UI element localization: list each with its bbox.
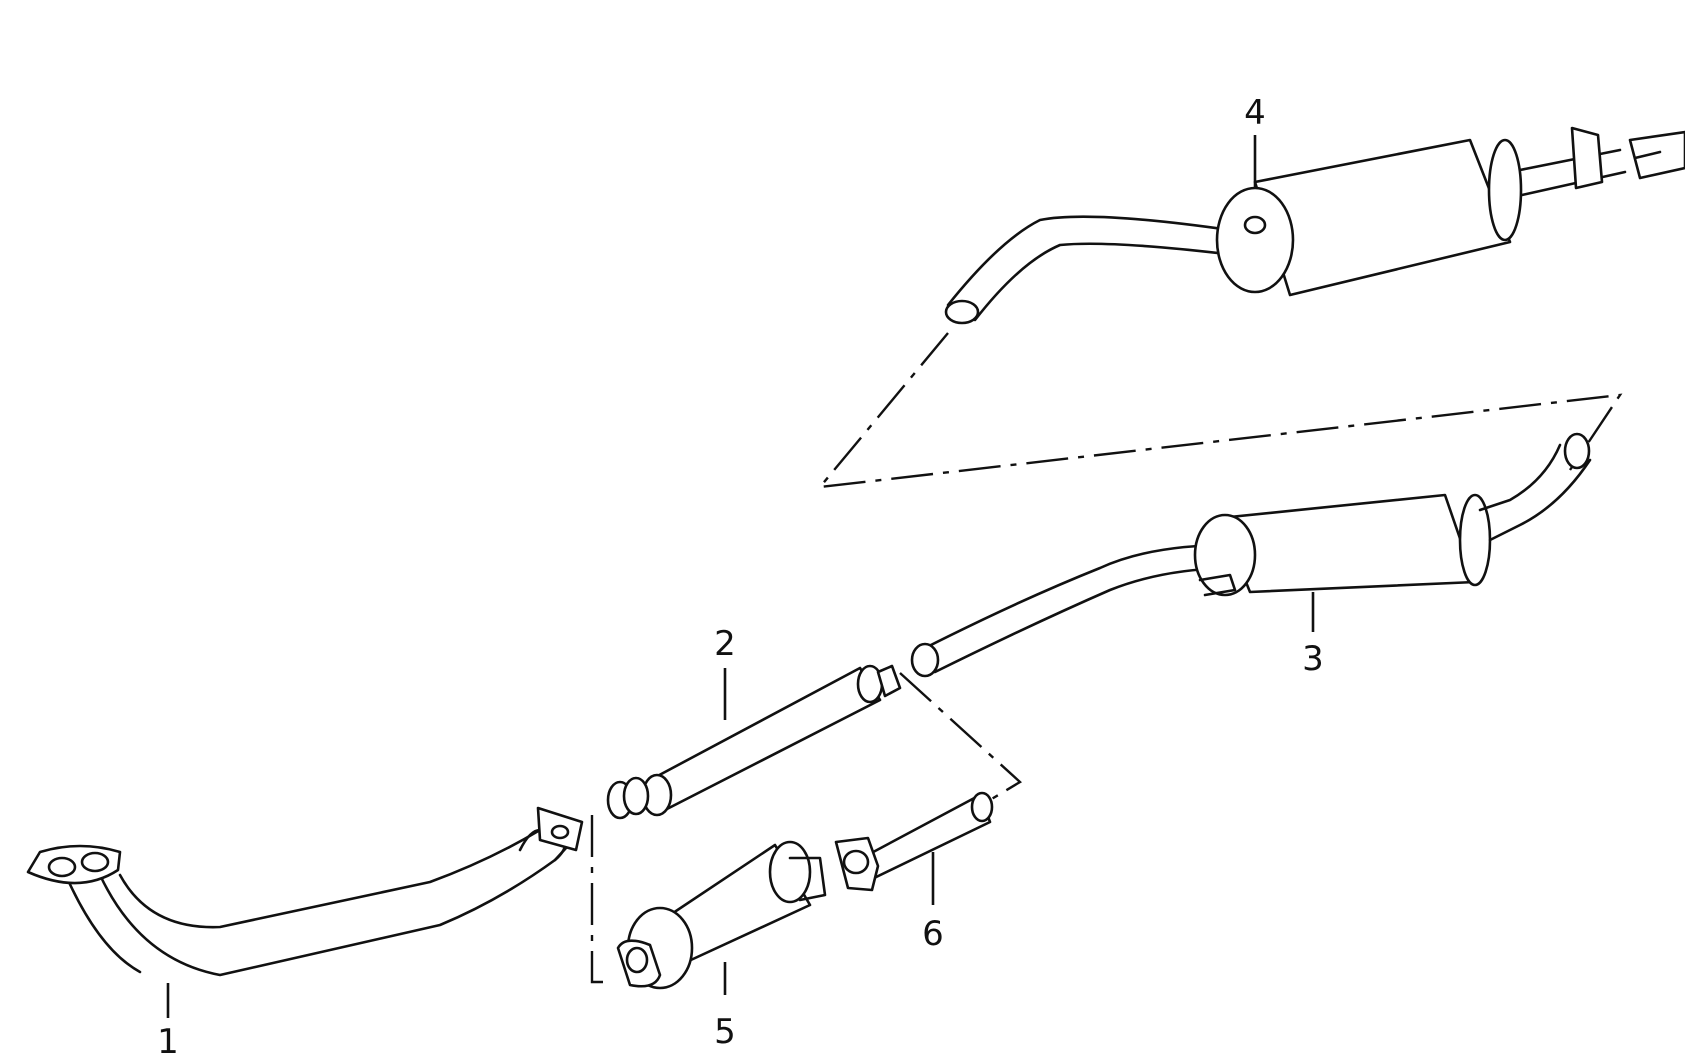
assembly-guide-lines (590, 332, 1623, 984)
part-1-front-pipe (26, 806, 584, 977)
part-6-flange-pipe (834, 791, 994, 892)
part-3-centre-silencer (910, 432, 1592, 678)
guide-part2-to-part6 (899, 672, 1023, 802)
leader-lines (166, 135, 1315, 1018)
callout-4: 4 (1244, 93, 1266, 133)
part-5-catalytic-converter (616, 840, 827, 990)
callout-1: 1 (157, 1022, 179, 1057)
callout-labels: 1 2 3 4 5 6 (157, 93, 1324, 1057)
callout-2: 2 (714, 624, 736, 664)
guide-part4-to-part3 (817, 332, 1623, 489)
part-4-rear-silencer (944, 126, 1685, 325)
callout-6: 6 (922, 914, 944, 954)
guide-part1-to-part5 (590, 815, 612, 984)
callout-3: 3 (1302, 639, 1324, 679)
part-2-intermediate-pipe (606, 664, 902, 820)
callout-5: 5 (714, 1012, 736, 1052)
